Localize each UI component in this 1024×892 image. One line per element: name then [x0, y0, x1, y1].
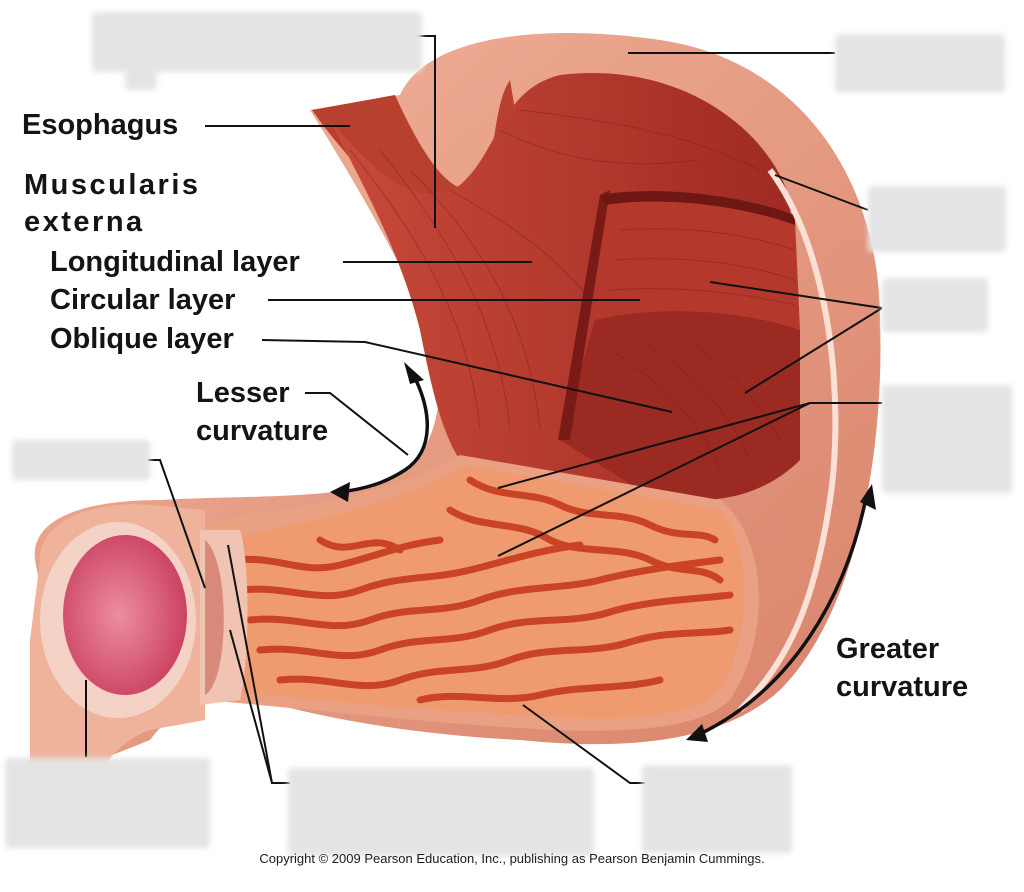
blank-label-top-left [92, 12, 422, 72]
label-esophagus: Esophagus [22, 109, 179, 141]
mucosa-leader [522, 704, 645, 784]
label-muscularis-line2: externa [24, 206, 145, 238]
serosa-leader [774, 174, 869, 211]
muscle-cut-top [600, 191, 795, 225]
curvature-arrows [338, 370, 868, 736]
lesser-arrowhead-top [404, 362, 424, 384]
label-greater-curvature-line1: Greater [836, 633, 940, 665]
greater-curvature-arrow [698, 496, 868, 736]
greater-curvature-edge [737, 168, 839, 713]
label-muscularis-line1: Muscularis [24, 169, 201, 201]
blank-label-fundus [835, 34, 1005, 92]
blank-label-pyloric-sphincter [12, 440, 150, 480]
label-lesser-curvature-line1: Lesser [196, 377, 290, 409]
muscle-cut-edge [558, 190, 610, 440]
esophagus-tube [312, 80, 520, 224]
pyloric-sphincter-leader [148, 459, 206, 589]
circular-muscle [595, 196, 800, 330]
blank-label-rugae [882, 385, 1012, 493]
lesser-curvature-arrow [338, 370, 429, 494]
lesser-curvature-leader [305, 392, 409, 456]
rugae-leader-2 [497, 402, 811, 557]
pyloric-sphincter-core [205, 540, 224, 695]
label-lesser-curvature-line2: curvature [196, 415, 329, 447]
layers-right-leader-2 [744, 307, 883, 394]
arrowheads [330, 362, 876, 742]
pyloric-leader-2 [229, 629, 273, 784]
oblique-muscle [560, 311, 800, 500]
label-greater-curvature-line2: curvature [836, 671, 969, 703]
greater-arrowhead-bottom [686, 724, 708, 742]
blank-label-duodenum [5, 758, 210, 848]
lesser-arrowhead-bottom [330, 482, 350, 502]
layers-right-leader-1 [709, 281, 883, 309]
blank-label-layers [882, 278, 988, 332]
gastric-rugae [226, 476, 734, 704]
pyloric-lumen [63, 535, 187, 695]
label-oblique-layer: Oblique layer [50, 323, 234, 355]
label-circular-layer: Circular layer [50, 284, 236, 316]
label-longitudinal-layer: Longitudinal layer [50, 246, 300, 278]
blank-label-mucosa [642, 765, 792, 853]
greater-arrowhead-top [860, 484, 876, 510]
blank-label-pyloric-region [288, 768, 594, 856]
blank-label-top-left-tab [125, 68, 157, 90]
muscle-fibers [349, 109, 796, 471]
leader-lines [85, 35, 883, 784]
oblique-leader [261, 339, 673, 413]
blank-label-serosa [868, 186, 1006, 252]
copyright-notice: Copyright © 2009 Pearson Education, Inc.… [259, 851, 765, 866]
